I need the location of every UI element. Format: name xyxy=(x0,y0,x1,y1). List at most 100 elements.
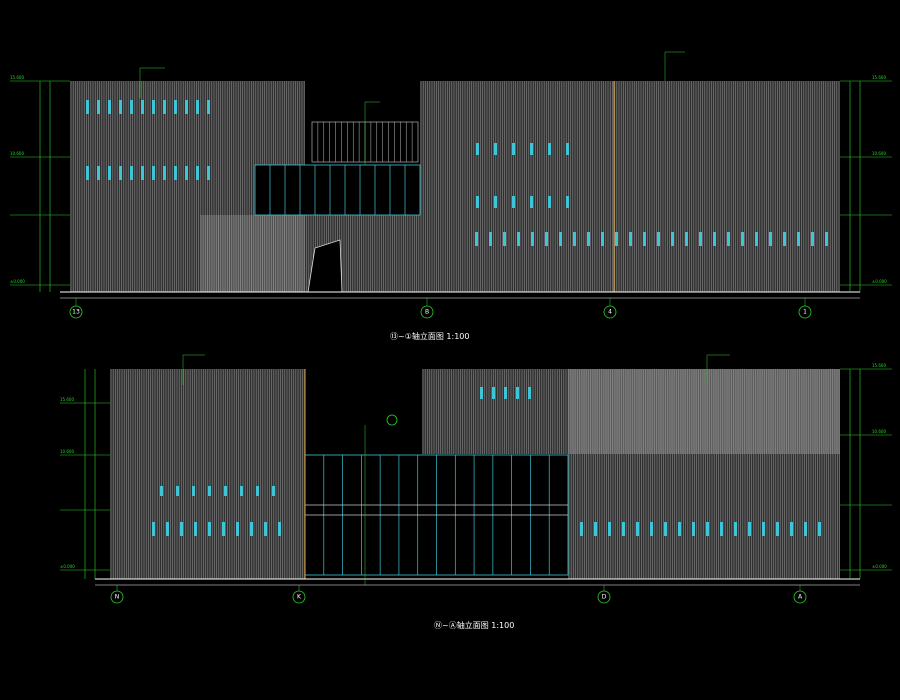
facade-hatching xyxy=(70,81,305,292)
window xyxy=(755,232,758,246)
window xyxy=(207,100,210,114)
window xyxy=(130,166,133,180)
level-mark-right-2: 10.600 xyxy=(872,151,886,156)
window xyxy=(734,522,737,536)
level-ticks xyxy=(10,80,892,286)
window xyxy=(622,522,625,536)
window xyxy=(480,387,483,399)
window xyxy=(185,166,188,180)
windows-top-left xyxy=(86,100,210,180)
window xyxy=(762,522,765,536)
window xyxy=(587,232,590,246)
window xyxy=(559,232,562,246)
window xyxy=(643,232,646,246)
window xyxy=(769,232,772,246)
window xyxy=(530,143,533,155)
window xyxy=(494,196,497,208)
level-mark-left-2: 10.600 xyxy=(10,151,24,156)
window xyxy=(108,100,111,114)
axis-label-D: D xyxy=(602,594,607,601)
level-mark-right-3: ±0.000 xyxy=(872,279,887,284)
axis-bubble-A: A xyxy=(793,585,807,604)
window xyxy=(130,100,133,114)
window xyxy=(119,100,122,114)
window xyxy=(272,486,275,496)
window xyxy=(531,232,534,246)
window xyxy=(548,196,551,208)
axis-label-B: B xyxy=(425,309,429,316)
window xyxy=(494,143,497,155)
window xyxy=(713,232,716,246)
window xyxy=(650,522,653,536)
window xyxy=(196,166,199,180)
window xyxy=(86,100,89,114)
window xyxy=(250,522,253,536)
window xyxy=(741,232,744,246)
window xyxy=(664,522,667,536)
windows-top-right xyxy=(475,232,828,246)
axis-bubble-N: N xyxy=(110,585,124,604)
window xyxy=(476,143,479,155)
window xyxy=(97,166,100,180)
window xyxy=(678,522,681,536)
window xyxy=(119,166,122,180)
window xyxy=(185,100,188,114)
window xyxy=(727,232,730,246)
curtain-wall-mullions xyxy=(269,165,406,215)
window xyxy=(152,166,155,180)
window xyxy=(629,232,632,246)
window xyxy=(685,232,688,246)
level-mark-left-3: ±0.000 xyxy=(60,564,75,569)
window xyxy=(790,522,793,536)
roof-railing-bars xyxy=(317,122,413,162)
window xyxy=(208,522,211,536)
window xyxy=(657,232,660,246)
window xyxy=(108,166,111,180)
window xyxy=(512,143,515,155)
window xyxy=(776,522,779,536)
window xyxy=(516,387,519,399)
window xyxy=(548,143,551,155)
window xyxy=(615,232,618,246)
window xyxy=(517,232,520,246)
window xyxy=(152,100,155,114)
elevation-top: 15.600 10.600 ±0.000 15.600 10.600 ±0.00… xyxy=(10,51,892,341)
axis-bubble-1: 1 xyxy=(798,298,812,319)
leader-line xyxy=(364,101,380,165)
window xyxy=(278,522,281,536)
axis-label-13: 13 xyxy=(72,309,80,316)
window xyxy=(163,166,166,180)
window xyxy=(476,196,479,208)
axis-label-4: 4 xyxy=(608,309,612,316)
window xyxy=(256,486,259,496)
window xyxy=(671,232,674,246)
level-mark-right-3: ±0.000 xyxy=(872,564,887,569)
axis-label-1: 1 xyxy=(803,309,807,316)
level-mark-right-1: 15.600 xyxy=(872,75,886,80)
window xyxy=(141,166,144,180)
level-ticks xyxy=(60,368,892,571)
window xyxy=(545,232,548,246)
windows-bottom-left xyxy=(152,522,281,536)
window xyxy=(608,522,611,536)
window xyxy=(601,232,604,246)
section-marker xyxy=(386,414,398,426)
window xyxy=(504,387,507,399)
axis-bubble-13: 13 xyxy=(69,298,83,319)
window xyxy=(566,196,569,208)
windows-top-right-upper xyxy=(476,143,569,208)
glazed-curtain-wall xyxy=(254,164,421,216)
window xyxy=(163,100,166,114)
windows-bottom-right-upper xyxy=(480,387,531,399)
facade-hatching xyxy=(568,369,840,579)
level-mark-right-2: 10.600 xyxy=(872,429,886,434)
window xyxy=(152,522,155,536)
axis-bubble-D: D xyxy=(597,585,611,604)
elevation-bottom-title: Ⓝ~Ⓐ轴立面图 1:100 xyxy=(434,620,514,630)
level-mark-left-1: 15.600 xyxy=(10,75,24,80)
window xyxy=(566,143,569,155)
window xyxy=(503,232,506,246)
elevation-top-title: ⑬~①轴立面图 1:100 xyxy=(390,331,469,341)
window xyxy=(528,387,531,399)
axis-label-N: N xyxy=(115,594,120,601)
